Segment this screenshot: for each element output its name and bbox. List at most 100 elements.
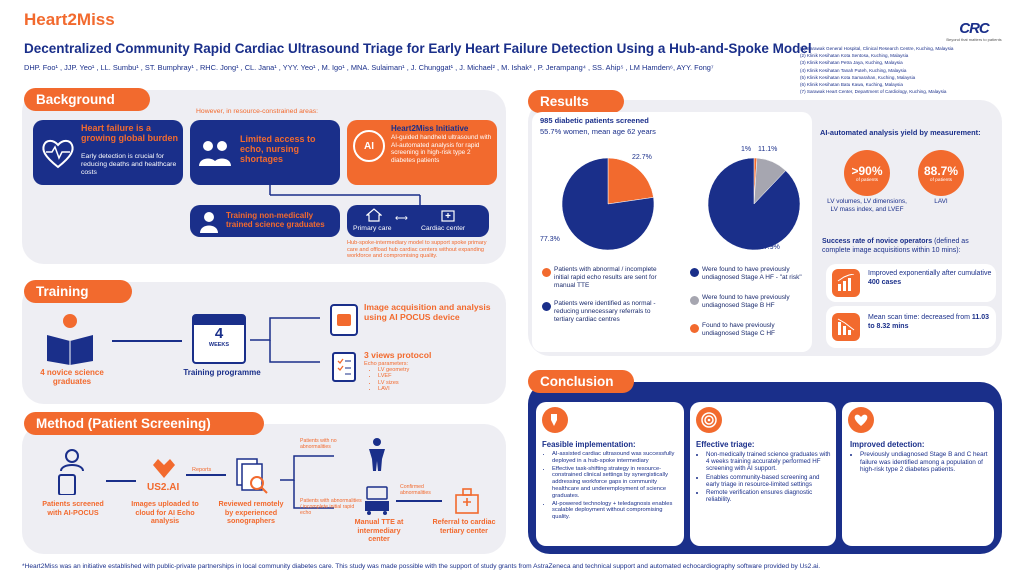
novice-1b: 400 cases xyxy=(868,278,902,286)
hub-spoke-box: Primary care Cardiac center ⟷ xyxy=(347,205,489,237)
yield-circle-1: >90% of patients xyxy=(844,150,890,196)
pie2-group xyxy=(707,157,801,251)
conclusion-3-item: Previously undiagnosed Stage B and C hea… xyxy=(860,451,988,474)
conclusion-heading: Conclusion xyxy=(528,370,634,393)
initiative-text: AI-guided handheld ultrasound with AI-au… xyxy=(391,134,492,164)
background-heading: Background xyxy=(24,88,150,111)
reports-label: Reports xyxy=(192,467,212,473)
novice-text-2: Mean scan time: decreased from 11.03 to … xyxy=(868,314,992,331)
people-icon xyxy=(196,134,234,172)
pie2-legend-1: Were found to have previously undiagnose… xyxy=(690,266,808,282)
conclusion-3-title: Improved detection: xyxy=(850,440,925,449)
patient-phone-icon xyxy=(52,446,92,496)
novice-text-1: Improved exponentially after cumulative … xyxy=(868,270,992,287)
ai-yield-title: AI-automated analysis yield by measureme… xyxy=(820,128,981,137)
pie2-legend-3-text: Found to have previously undiagnosed Sta… xyxy=(702,322,775,337)
pie2-legend-2: Were found to have previously undiagnose… xyxy=(690,294,808,310)
programme-label: Training programme xyxy=(183,368,261,377)
cardiac-center-label: Cardiac center xyxy=(421,225,466,232)
conclusion-1-title: Feasible implementation: xyxy=(542,440,636,449)
bidirectional-arrow-icon: ⟷ xyxy=(395,213,408,223)
manual-tte-label: Manual TTE at intermediary center xyxy=(354,517,404,543)
training-grads-text: Training non-medically trained science g… xyxy=(226,211,325,229)
pie1-big-label: 77.3% xyxy=(540,236,560,243)
results-heading: Results xyxy=(528,90,624,113)
screened-label: 985 diabetic patients screened xyxy=(540,116,649,125)
echo-params-list: LV geometry LVEF LV sizes LAVI xyxy=(370,367,409,393)
pie1-group xyxy=(561,157,655,251)
calendar-icon: 4 WEEKS xyxy=(192,314,246,364)
limited-access-text: Limited access to echo, nursing shortage… xyxy=(240,134,316,164)
initiative-title: Heart2Miss Initiative xyxy=(391,124,469,133)
ai-icon: AI xyxy=(353,130,385,162)
heart-icon xyxy=(848,407,874,433)
training-branch-lines xyxy=(250,317,320,363)
grey-dot xyxy=(690,296,699,305)
echo-param: LAVI xyxy=(378,386,409,392)
yield-1-sub: of patients xyxy=(855,177,879,183)
conclusion-1-item: AI-powered technology + teledagnosis ena… xyxy=(552,501,682,521)
logo-sub: Beyond that matters to patients xyxy=(946,37,1002,42)
method-arrow-3 xyxy=(396,500,442,502)
echo-param: LVEF xyxy=(378,373,409,379)
orange-dot xyxy=(542,268,551,277)
conclusion-2-list: Non-medically trained science graduates … xyxy=(696,451,832,504)
authors: DHP. Foo¹ , JJP. Yeo¹ , LL. Sumbu¹ , ST.… xyxy=(24,63,714,72)
ultrasound-machine-icon xyxy=(362,484,392,516)
heart-pulse-icon xyxy=(39,134,77,172)
declining-chart-icon xyxy=(832,313,860,341)
conclusion-card-1: Feasible implementation: AI-assisted car… xyxy=(536,402,684,546)
novice-card-2: Mean scan time: decreased from 11.03 to … xyxy=(826,306,996,348)
footer-note: *Heart2Miss was an initiative establishe… xyxy=(22,563,821,570)
pie2-legend-2-text: Were found to have previously undiagnose… xyxy=(702,294,790,309)
background-note-top: However, in resource-constrained areas: xyxy=(196,108,319,115)
reading-person-icon xyxy=(40,310,100,366)
confirmed-label: Confirmed abnormalities xyxy=(400,484,431,496)
affiliation: (7) Sarawak Heart Center, Department of … xyxy=(800,89,947,95)
training-grads-box: Training non-medically trained science g… xyxy=(190,205,340,237)
checklist-icon xyxy=(332,352,356,382)
affiliation: (1) Sarawak General Hospital, Clinical R… xyxy=(800,46,954,51)
graduate-icon xyxy=(196,208,222,234)
method-arrow-1 xyxy=(106,480,136,482)
reviewed-label: Reviewed remotely by experienced sonogra… xyxy=(218,499,284,525)
initiative-box: AI Heart2Miss Initiative AI-guided handh… xyxy=(347,120,497,185)
tablet-icon xyxy=(330,304,358,336)
uploaded-label: Images uploaded to cloud for AI Echo ana… xyxy=(131,499,199,525)
pie2-b-label: 11.1% xyxy=(758,146,778,153)
pie1-small-label: 22.7% xyxy=(632,154,652,161)
pie2-legend-3: Found to have previously undiagnosed Sta… xyxy=(690,322,808,338)
documents-search-icon xyxy=(234,456,270,496)
method-branch-lines xyxy=(280,455,334,509)
growth-chart-icon xyxy=(832,269,860,297)
poster-title: Heart2Miss xyxy=(24,10,115,29)
navy-dot xyxy=(690,268,699,277)
novice-card-1: Improved exponentially after cumulative … xyxy=(826,264,996,302)
ultrasound-probe-icon xyxy=(542,407,568,433)
yield-2-label: LAVI xyxy=(934,198,948,205)
yield-2-sub: of patients xyxy=(929,177,953,183)
pie1-legend-1: Patients with abnormal / incomplete init… xyxy=(542,266,672,290)
novice-note: (defined as complete image acquisitions … xyxy=(822,238,969,254)
poster-subtitle: Decentralized Community Rapid Cardiac Ul… xyxy=(24,41,812,56)
pie2-a-label: 1% xyxy=(741,146,752,153)
method-heading: Method (Patient Screening) xyxy=(24,412,264,435)
no-abnormalities-label: Patients with no abnormalities xyxy=(300,438,337,450)
with-abnormalities-label: Patients with abnormalities / incomplete… xyxy=(300,498,362,516)
pie2-big-label: 87.9% xyxy=(760,244,780,251)
affiliation: (3) Klinik Kesihatan Petra Jaya, Kuching… xyxy=(800,60,903,66)
novice-1a: Improved exponentially after cumulative xyxy=(868,270,992,277)
conclusion-1-item: Effective task-shifting strategy in reso… xyxy=(552,466,682,500)
us2ai-logo-icon xyxy=(150,456,178,480)
affiliation: (2) Klinik Kesihatan Kota Sentosa, Kuchi… xyxy=(800,53,909,59)
grads-label: 4 novice science graduates xyxy=(40,368,104,386)
affiliation: (6) Klinik Kesihatan Batu Kawa, Kuching,… xyxy=(800,82,903,88)
hf-text: Early detection is crucial for reducing … xyxy=(81,153,177,176)
conclusion-2-item: Enables community-based screening and ea… xyxy=(706,474,832,488)
us2ai-label: US2.AI xyxy=(147,482,180,493)
hospital-building-icon xyxy=(452,486,482,516)
training-heading: Training xyxy=(24,280,132,303)
referral-label: Referral to cardiac tertiary center xyxy=(432,517,496,535)
novice-title: Success rate of novice operators xyxy=(822,238,933,245)
affiliation: (4) Klinik Kesihatan Tanah Puteh, Kuchin… xyxy=(800,67,907,73)
